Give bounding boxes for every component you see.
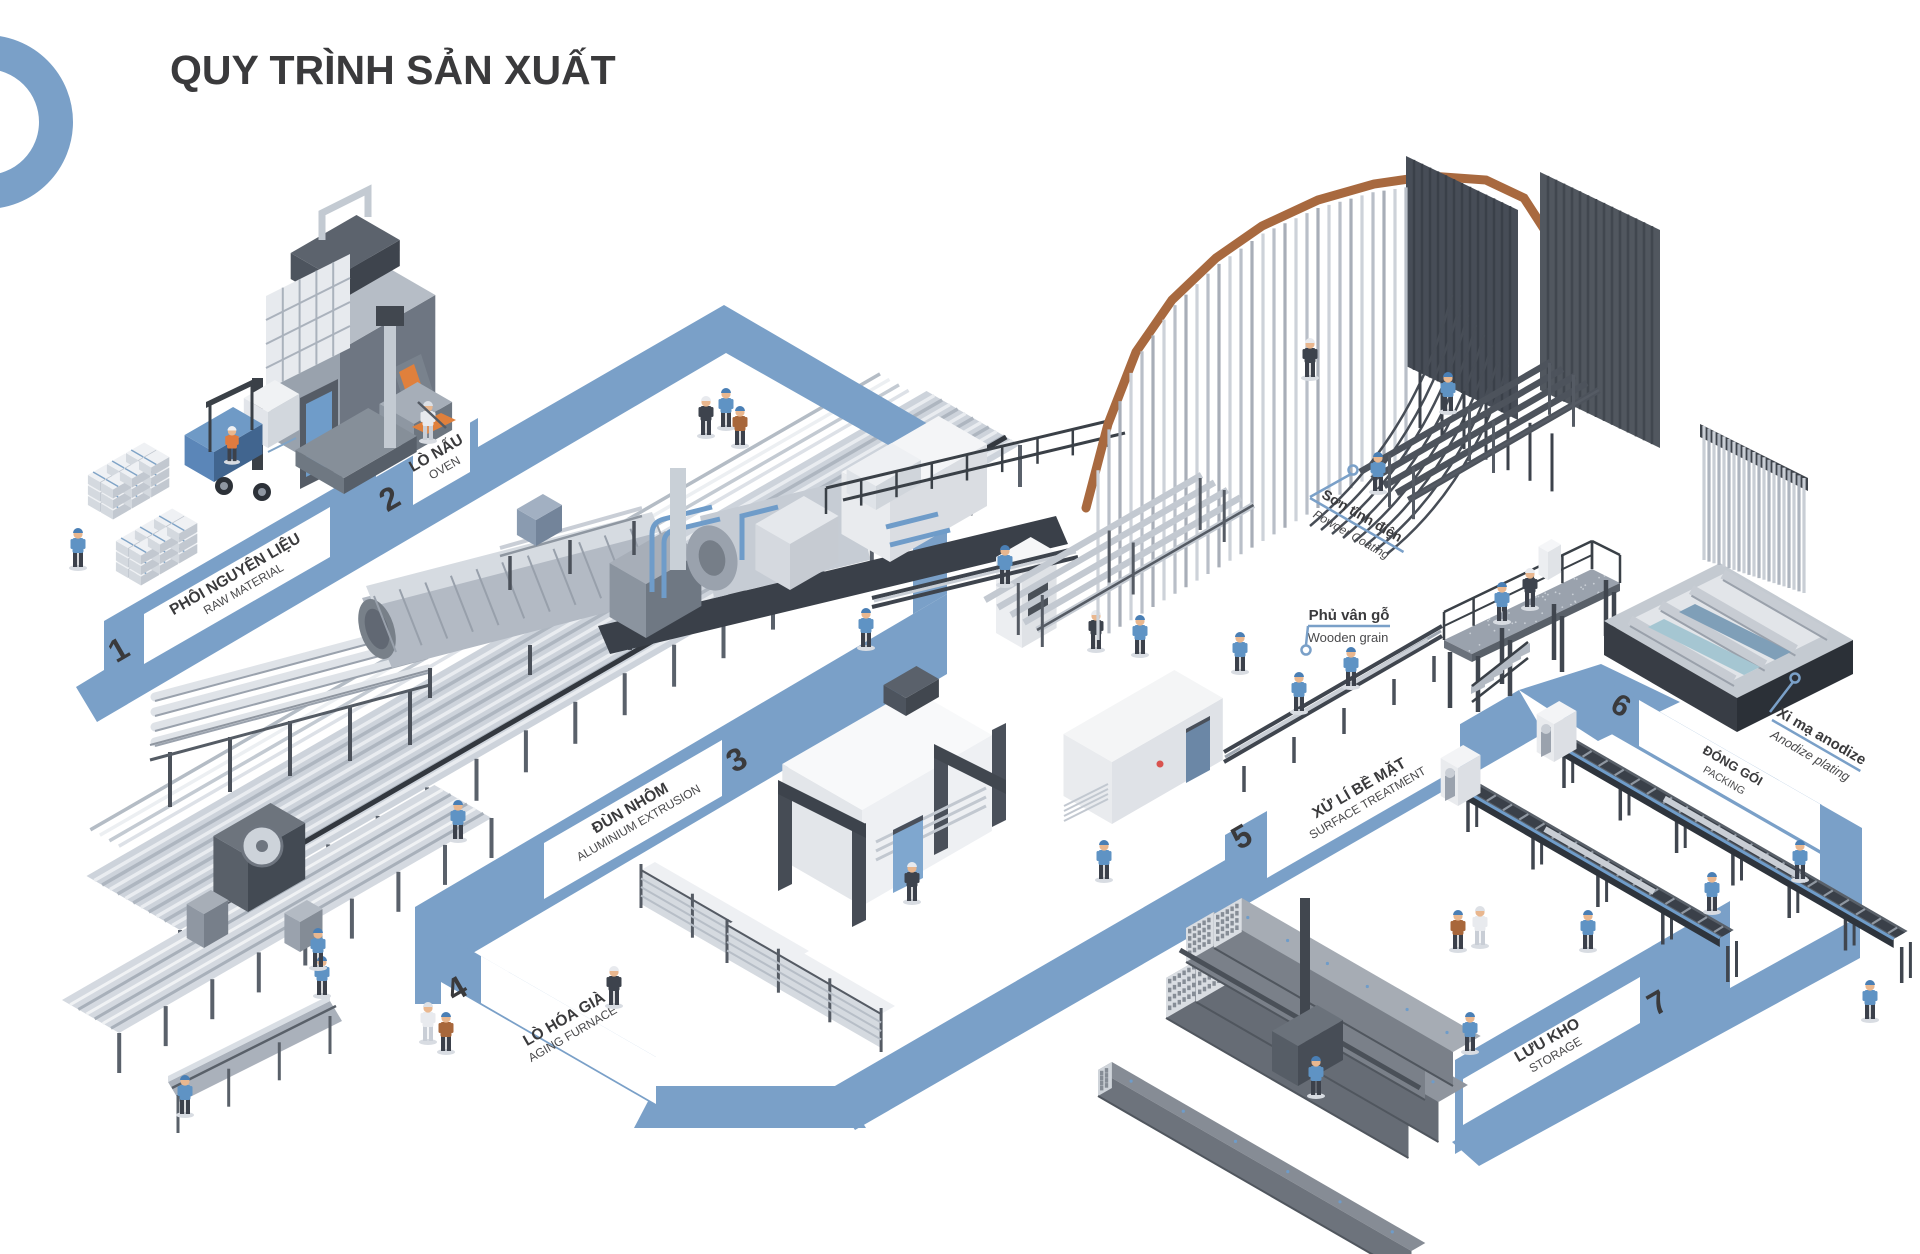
svg-text:QUY TRÌNH SẢN XUẤT: QUY TRÌNH SẢN XUẤT xyxy=(170,47,616,93)
svg-text:Phủ vân gỗ: Phủ vân gỗ xyxy=(1309,607,1390,624)
svg-text:Wooden grain: Wooden grain xyxy=(1308,630,1389,645)
